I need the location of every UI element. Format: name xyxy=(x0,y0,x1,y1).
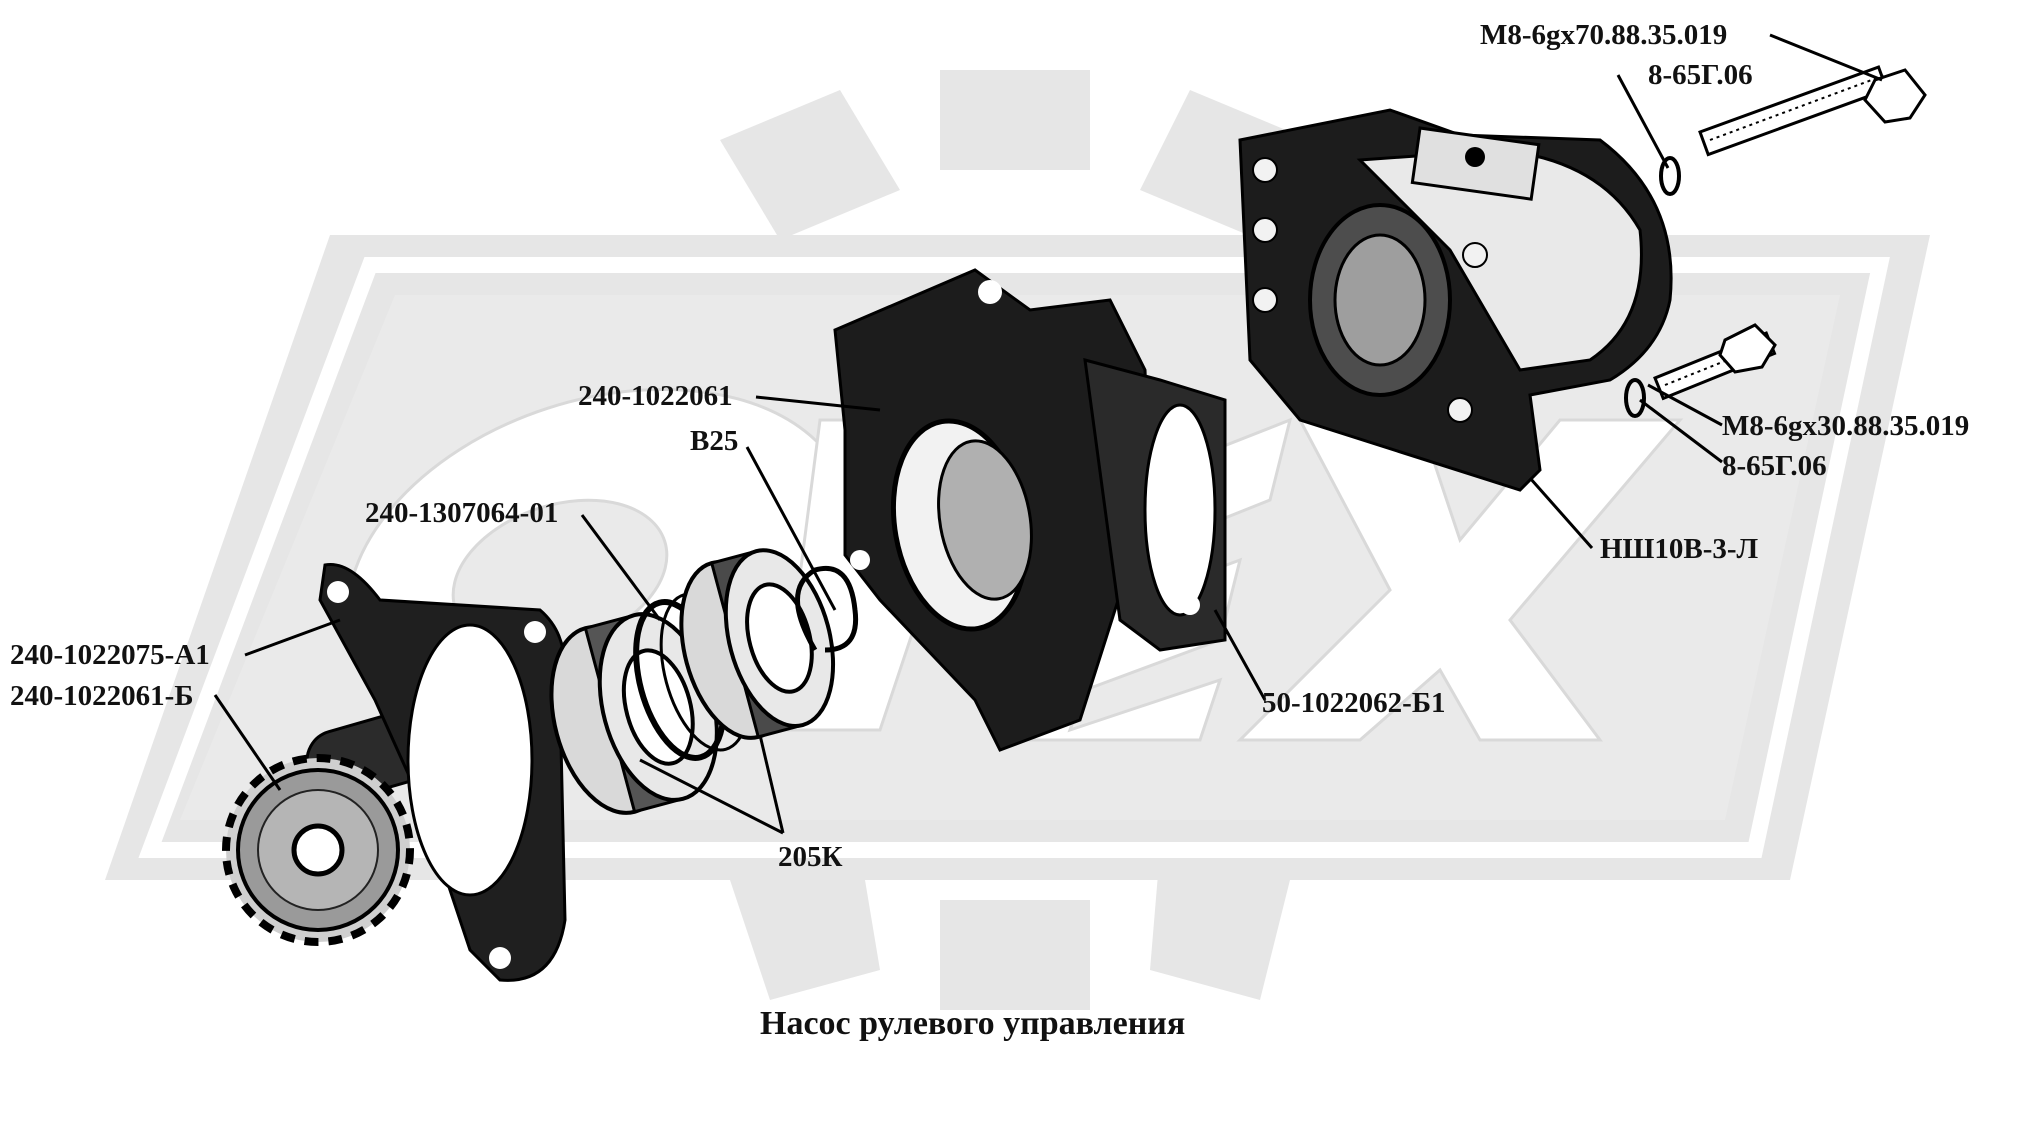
bolt-short-thread xyxy=(1664,342,1771,386)
label-snap-ring: В25 xyxy=(690,425,738,457)
housing-part xyxy=(833,268,1227,752)
bolt-long-head xyxy=(1863,68,1927,124)
housing-mount-hole xyxy=(978,280,1002,304)
housing-flange-opening xyxy=(1143,403,1217,617)
pump-bolt-hole xyxy=(1252,157,1278,183)
pump-bolt-hole xyxy=(1447,397,1473,423)
gear-bore xyxy=(291,823,345,877)
gear-shaft-part xyxy=(222,698,478,946)
bolt-short-part xyxy=(1624,323,1777,418)
leader-bearing-2 xyxy=(758,734,785,834)
gasket-plate-part xyxy=(318,562,567,982)
housing-bore-inner xyxy=(937,439,1033,601)
bearing-2 xyxy=(679,548,836,740)
gasket-plate-hole xyxy=(489,947,511,969)
leader-bolt-long xyxy=(1769,33,1883,82)
watermark-letter-x xyxy=(1236,418,1684,742)
snap-ring xyxy=(795,566,859,653)
bearing-2-bore xyxy=(745,582,814,694)
leader-gasket xyxy=(244,618,341,657)
label-spacer: 240-1307064-01 xyxy=(365,497,558,529)
label-gasket: 240-1022075-А1 xyxy=(10,639,210,671)
leader-lines xyxy=(213,33,1883,835)
pump-spline-core xyxy=(1333,233,1427,367)
leader-gear-shaft xyxy=(213,694,282,791)
label-gear-shaft: 240-1022061-Б xyxy=(10,680,194,712)
leader-flange-gasket xyxy=(1213,609,1267,701)
label-washer-long: 8-65Г.06 xyxy=(1648,59,1753,91)
watermark-gear-tooth xyxy=(1150,850,1290,1000)
diagram-caption: Насос рулевого управления xyxy=(760,1005,1185,1042)
label-housing: 240-1022061 xyxy=(578,380,733,412)
gasket-plate-opening xyxy=(406,623,534,897)
bolt-long-part xyxy=(1659,65,1927,196)
label-bolt-long: М8-6gx70.88.35.019 xyxy=(1480,19,1727,51)
leader-pump xyxy=(1528,477,1594,549)
leader-bearing-1 xyxy=(639,758,784,835)
watermark-gear-tooth xyxy=(940,70,1090,170)
washer-long xyxy=(1659,156,1681,196)
watermark-gear-tooth xyxy=(720,90,900,240)
gear xyxy=(222,754,414,946)
bolt-long-thread xyxy=(1709,74,1886,141)
label-flange-gasket: 50-1022062-Б1 xyxy=(1262,687,1446,719)
leader-spacer xyxy=(580,514,662,621)
watermark-gear-tooth xyxy=(940,900,1090,1010)
pump-bolt-hole xyxy=(1252,217,1278,243)
pump-bolt-hole xyxy=(1252,287,1278,313)
leader-washer-short xyxy=(1639,398,1723,464)
label-bearings: 205К xyxy=(778,841,843,873)
gasket-plate-hole xyxy=(327,581,349,603)
leader-bolt-short xyxy=(1647,383,1723,427)
leader-snap-ring xyxy=(745,446,837,611)
bolt-short-head xyxy=(1718,323,1777,374)
pump-port-hole xyxy=(1465,147,1485,167)
label-bolt-short: М8-6gx30.88.35.019 xyxy=(1722,410,1969,442)
pump-part xyxy=(1238,108,1673,492)
label-pump: НШ10В-3-Л xyxy=(1600,533,1759,565)
watermark-gear-tooth xyxy=(730,850,880,1000)
washer-short xyxy=(1624,378,1646,418)
gasket-plate-hole xyxy=(524,621,546,643)
housing-mount-hole xyxy=(850,550,870,570)
pump-cover xyxy=(1356,148,1643,372)
leader-housing xyxy=(755,395,881,412)
leader-washer-long xyxy=(1616,74,1670,169)
label-washer-short: 8-65Г.06 xyxy=(1722,450,1827,482)
housing-mount-hole xyxy=(1180,595,1200,615)
pump-bolt-hole xyxy=(1462,242,1488,268)
